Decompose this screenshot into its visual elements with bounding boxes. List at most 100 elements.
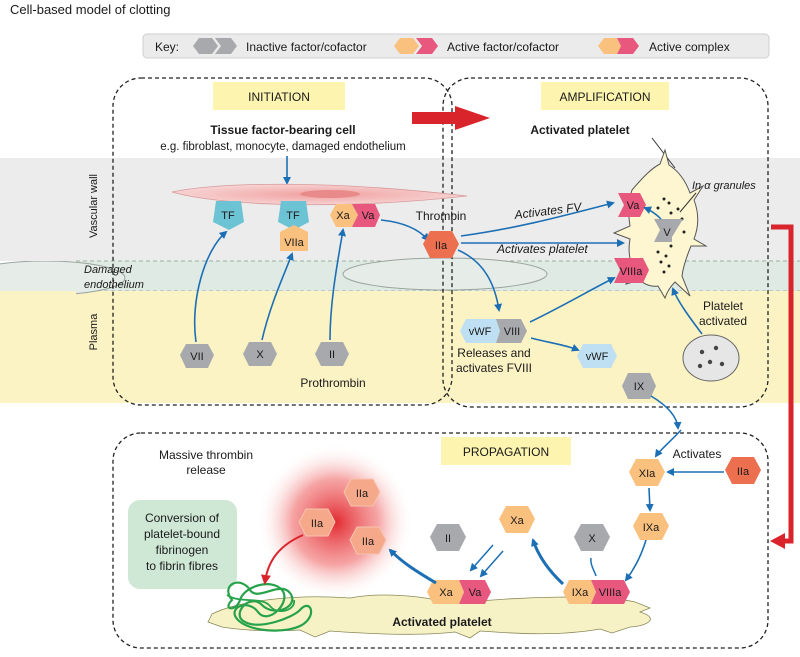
plasma-label: Plasma xyxy=(88,313,100,351)
xa-va-complex-initiation: Xa Va xyxy=(330,204,380,227)
amplification-to-propagation-arrow xyxy=(770,224,794,549)
iia-label-initiation: IIa xyxy=(435,240,448,252)
tissue-layers xyxy=(0,158,800,403)
tf-cell-title: Tissue factor-bearing cell xyxy=(210,123,355,137)
v-factor-amp: V xyxy=(654,219,683,242)
damaged-label-1: Damaged xyxy=(84,264,133,276)
xa-free-label: Xa xyxy=(510,515,524,527)
conversion-line-2: platelet-bound xyxy=(144,527,220,541)
massive-thrombin-label-1: Massive thrombin xyxy=(159,448,253,462)
xa-factor-prop-free: Xa xyxy=(499,506,535,533)
propagation-label: PROPAGATION xyxy=(463,445,549,459)
tf-receptor-left: TF xyxy=(213,201,244,230)
xa-label-prop: Xa xyxy=(439,587,453,599)
tf-receptor-right: TF xyxy=(278,201,309,230)
diagram-title: Cell-based model of clotting xyxy=(10,2,170,17)
x-label-initiation: X xyxy=(256,349,264,361)
x-label-prop: X xyxy=(588,533,596,545)
ixa-label: IXa xyxy=(643,522,660,534)
key-active-hex xyxy=(394,38,419,54)
ix-factor: IX xyxy=(622,373,656,399)
key-complex-label: Active complex xyxy=(649,40,730,54)
iia-burst-label-2: IIa xyxy=(311,518,324,530)
endothelial-cell-right xyxy=(342,257,548,291)
thrombin-iia-prop: IIa xyxy=(725,457,761,484)
xa-label-initiation: Xa xyxy=(336,210,350,222)
tf-label-left: TF xyxy=(221,210,235,222)
thrombin-iia-burst-2: IIa xyxy=(298,508,336,537)
ii-label-initiation: II xyxy=(329,349,335,361)
key-complex-chevron xyxy=(617,38,639,54)
cell-nucleus xyxy=(300,190,360,198)
va-label-amp: Va xyxy=(627,200,641,212)
ii-factor-prop: II xyxy=(430,524,466,551)
prothrombin-label: Prothrombin xyxy=(300,376,365,390)
granules-label: In α granules xyxy=(692,180,756,192)
viia-factor: VIIa xyxy=(280,225,308,251)
key-active-chevron xyxy=(416,38,438,54)
initiation-to-amplification-arrow xyxy=(412,106,490,130)
vwf-free: vWF xyxy=(577,344,617,368)
initiation-label-box xyxy=(213,82,345,110)
key-inactive-chevron xyxy=(215,38,237,54)
ix-label: IX xyxy=(634,381,645,393)
thrombin-to-fibrin-arrow xyxy=(260,534,304,585)
xa-va-complex-prop: Xa Va xyxy=(427,580,491,604)
thrombin-iia-initiation: IIa xyxy=(423,231,459,258)
damaged-label-2: endothelium xyxy=(84,279,144,291)
va-factor-amp: Va xyxy=(618,193,646,217)
releases-label-1: Releases and xyxy=(457,346,530,360)
platelet-activated-label-2: activated xyxy=(699,314,747,328)
vwf-label: vWF xyxy=(469,326,492,338)
vascular-wall-label: Vascular wall xyxy=(88,174,100,238)
ixa-label-prop: IXa xyxy=(572,587,589,599)
ixa-viiia-complex-prop: IXa VIIIa xyxy=(563,580,630,604)
thrombin-iia-burst-3: IIa xyxy=(349,526,387,555)
va-label-prop: Va xyxy=(469,587,483,599)
va-label-initiation: Va xyxy=(362,210,376,222)
releases-label-2: activates FVIII xyxy=(456,361,532,375)
v-label-amp: V xyxy=(663,227,671,239)
xia-label: XIa xyxy=(639,468,656,480)
viiia-factor-amp: VIIIa xyxy=(614,258,649,283)
conversion-line-1: Conversion of xyxy=(145,511,220,525)
initiation-label: INITIATION xyxy=(248,90,310,104)
propagation-box xyxy=(112,432,769,649)
amplification-label: AMPLIFICATION xyxy=(559,90,650,104)
left-layer-labels: Vascular wall Damaged endothelium Plasma xyxy=(0,158,144,403)
viiia-label-prop: VIIIa xyxy=(599,587,623,599)
xia-factor: XIa xyxy=(629,459,665,486)
fibrin-fibres xyxy=(227,581,313,632)
vwf-free-label: vWF xyxy=(586,351,609,363)
tf-cell-subtitle: e.g. fibroblast, monocyte, damaged endot… xyxy=(160,141,405,153)
alpha-granule-dots xyxy=(656,197,686,274)
vii-factor: VII xyxy=(180,344,214,368)
x-factor-prop: X xyxy=(574,524,610,551)
amplification-label-box xyxy=(541,82,669,110)
conversion-line-4: to fibrin fibres xyxy=(146,559,218,573)
massive-thrombin-label-2: release xyxy=(186,463,226,477)
iia-burst-label-3: IIa xyxy=(362,536,375,548)
viii-label: VIII xyxy=(504,326,521,338)
key-active-label: Active factor/cofactor xyxy=(447,40,559,54)
thrombin-iia-burst-1: IIa xyxy=(343,478,381,507)
activates-platelet-label: Activates platelet xyxy=(496,242,588,256)
vii-label: VII xyxy=(190,351,203,363)
key-complex-hex xyxy=(598,38,621,54)
viia-label: VIIa xyxy=(284,237,304,249)
activated-platelet-title-amp: Activated platelet xyxy=(530,123,629,137)
activates-label: Activates xyxy=(673,447,722,461)
ii-factor-initiation: II xyxy=(315,342,349,366)
platelet-activated-label-1: Platelet xyxy=(703,299,744,313)
iia-burst-label-1: IIa xyxy=(356,488,369,500)
tf-label-right: TF xyxy=(286,210,300,222)
activated-platelet-title-prop: Activated platelet xyxy=(392,615,491,629)
conversion-line-3: fibrinogen xyxy=(156,543,209,557)
resting-platelet xyxy=(682,334,740,382)
propagation-label-box xyxy=(441,437,571,465)
ii-label-prop: II xyxy=(445,533,451,545)
activated-platelet-prop xyxy=(207,594,652,639)
ixa-factor: IXa xyxy=(633,513,669,540)
